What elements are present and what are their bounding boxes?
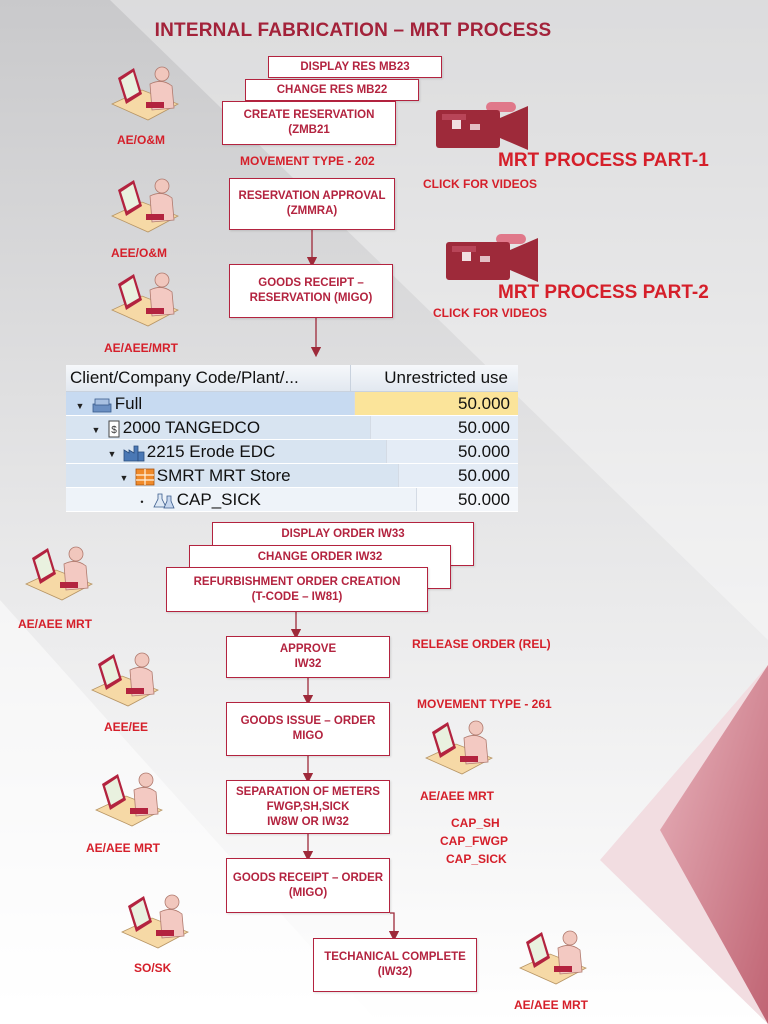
goods-receipt-reservation-line2: RESERVATION (MIGO)	[249, 292, 373, 304]
role-ae-om: AE/O&M	[117, 133, 165, 147]
role-ae-aee-mrt-2: AE/AEE MRT	[86, 841, 161, 855]
user-at-computer-icon	[111, 272, 179, 327]
table-row[interactable]: ▼ SMRT MRT Store 50.000	[66, 464, 518, 488]
expand-triangle-icon[interactable]: ▼	[107, 449, 117, 459]
user-at-computer-icon	[519, 930, 587, 985]
goods-receipt-reservation-box[interactable]: GOODS RECEIPT – RESERVATION (MIGO)	[229, 264, 393, 318]
table-row[interactable]: ▼ 2215 Erode EDC 50.000	[66, 440, 518, 464]
goods-issue-box[interactable]: GOODS ISSUE – ORDER MIGO	[226, 702, 390, 756]
goods-receipt-order-line2: (MIGO)	[288, 886, 328, 899]
user-at-computer-icon	[91, 652, 159, 707]
technical-complete-line1: TECHANICAL COMPLETE	[324, 951, 466, 963]
batch-icon	[153, 493, 175, 508]
separation-line1: SEPARATION OF METERS	[236, 785, 380, 798]
reservation-approval-box[interactable]: RESERVATION APPROVAL (ZMMRA)	[229, 178, 395, 230]
movement-type-202-label: MOVEMENT TYPE - 202	[240, 154, 375, 168]
refurbishment-order-line2: (T-CODE – IW81)	[251, 590, 343, 603]
reservation-approval-line2: (ZMMRA)	[286, 205, 338, 217]
row-value: 50.000	[458, 394, 510, 413]
goods-receipt-order-line1: GOODS RECEIPT – ORDER	[232, 871, 384, 884]
create-reservation-box[interactable]: CREATE RESERVATION (ZMB21	[222, 101, 396, 145]
user-at-computer-icon	[111, 66, 179, 121]
role-so-sk: SO/SK	[134, 961, 172, 975]
row-label: CAP_SICK	[176, 490, 261, 509]
role-ae-aee-mrt-4: AE/AEE MRT	[514, 998, 589, 1012]
company-code-icon: $	[108, 420, 120, 438]
row-label: Full	[114, 394, 143, 413]
approve-line2: IW32	[294, 658, 322, 670]
cap-fwgp-label: CAP_FWGP	[440, 834, 509, 848]
cap-sh-label: CAP_SH	[451, 816, 500, 830]
technical-complete-box[interactable]: TECHANICAL COMPLETE (IW32)	[313, 938, 477, 992]
create-reservation-line2: (ZMB21	[288, 124, 330, 136]
column-header-hierarchy[interactable]: Client/Company Code/Plant/...	[66, 365, 351, 391]
mrt-process-part1-link[interactable]: MRT PROCESS PART-1	[498, 150, 709, 171]
display-order-label: DISPLAY ORDER IW33	[281, 528, 405, 540]
page-title: INTERNAL FABRICATION – MRT PROCESS	[154, 20, 552, 41]
goods-issue-line1: GOODS ISSUE – ORDER	[240, 715, 376, 727]
refurbishment-order-line1: REFURBISHMENT ORDER CREATION	[193, 575, 401, 588]
approve-line1: APPROVE	[279, 643, 337, 655]
expand-triangle-icon[interactable]: ▼	[91, 425, 101, 435]
goods-receipt-reservation-line1: GOODS RECEIPT –	[258, 277, 364, 289]
row-label: SMRT MRT Store	[156, 466, 291, 485]
display-reservation-box[interactable]: DISPLAY RES MB23	[268, 56, 442, 78]
technical-complete-line2: (IW32)	[377, 966, 413, 978]
create-reservation-line1: CREATE RESERVATION	[243, 109, 375, 121]
movement-type-261-label: MOVEMENT TYPE - 261	[417, 697, 552, 711]
change-reservation-box[interactable]: CHANGE RES MB22	[245, 79, 419, 101]
svg-text:$: $	[111, 425, 117, 436]
separation-line3: IW8W OR IW32	[267, 815, 349, 828]
leaf-dot-icon: •	[140, 497, 144, 507]
separation-line2: FWGP,SH,SICK	[266, 800, 350, 813]
release-order-label: RELEASE ORDER (REL)	[412, 637, 551, 651]
user-at-computer-icon	[111, 178, 179, 233]
user-at-computer-icon	[95, 772, 163, 827]
row-label: 2000 TANGEDCO	[122, 418, 261, 437]
expand-triangle-icon[interactable]: ▼	[119, 473, 129, 483]
video-camera-icon[interactable]	[434, 100, 530, 152]
reservation-approval-line1: RESERVATION APPROVAL	[238, 190, 386, 202]
click-for-videos-2[interactable]: CLICK FOR VIDEOS	[433, 306, 548, 320]
role-aee-ee: AEE/EE	[104, 720, 149, 734]
user-at-computer-icon	[121, 894, 189, 949]
role-ae-aee-mrt-3: AE/AEE MRT	[420, 789, 495, 803]
row-value: 50.000	[458, 442, 510, 461]
stack-icon	[92, 398, 112, 412]
table-row[interactable]: ▼ Full 50.000	[66, 392, 518, 416]
user-at-computer-icon	[425, 720, 493, 775]
role-ae-aee-mrt-1: AE/AEE MRT	[18, 617, 93, 631]
separation-of-meters-box[interactable]: SEPARATION OF METERS FWGP,SH,SICK IW8W O…	[226, 780, 390, 834]
goods-issue-line2: MIGO	[292, 730, 324, 742]
mrt-process-part2-link[interactable]: MRT PROCESS PART-2	[498, 282, 709, 303]
change-reservation-label: CHANGE RES MB22	[276, 83, 388, 96]
video-camera-icon[interactable]	[444, 232, 540, 284]
goods-receipt-order-box[interactable]: GOODS RECEIPT – ORDER (MIGO)	[226, 858, 390, 913]
storage-location-icon	[135, 468, 155, 485]
table-header: Client/Company Code/Plant/... Unrestrict…	[66, 365, 518, 392]
row-label: 2215 Erode EDC	[146, 442, 276, 461]
column-header-unrestricted[interactable]: Unrestricted use	[384, 368, 508, 387]
table-row[interactable]: • CAP_SICK 50.000	[66, 488, 518, 512]
cap-sick-label: CAP_SICK	[446, 852, 507, 866]
table-row[interactable]: ▼ $ 2000 TANGEDCO 50.000	[66, 416, 518, 440]
role-ae-aee-mrt-top: AE/AEE/MRT	[104, 341, 179, 355]
expand-triangle-icon[interactable]: ▼	[75, 401, 85, 411]
approve-box[interactable]: APPROVE IW32	[226, 636, 390, 678]
change-order-label: CHANGE ORDER IW32	[257, 551, 383, 563]
role-aee-om: AEE/O&M	[111, 246, 168, 260]
plant-icon	[123, 445, 145, 461]
row-value: 50.000	[458, 490, 510, 509]
user-at-computer-icon	[25, 546, 93, 601]
display-reservation-label: DISPLAY RES MB23	[300, 60, 410, 73]
stock-overview-table: Client/Company Code/Plant/... Unrestrict…	[66, 365, 518, 512]
refurbishment-order-box[interactable]: REFURBISHMENT ORDER CREATION (T-CODE – I…	[166, 567, 428, 612]
row-value: 50.000	[458, 418, 510, 437]
row-value: 50.000	[458, 466, 510, 485]
click-for-videos-1[interactable]: CLICK FOR VIDEOS	[423, 177, 538, 191]
